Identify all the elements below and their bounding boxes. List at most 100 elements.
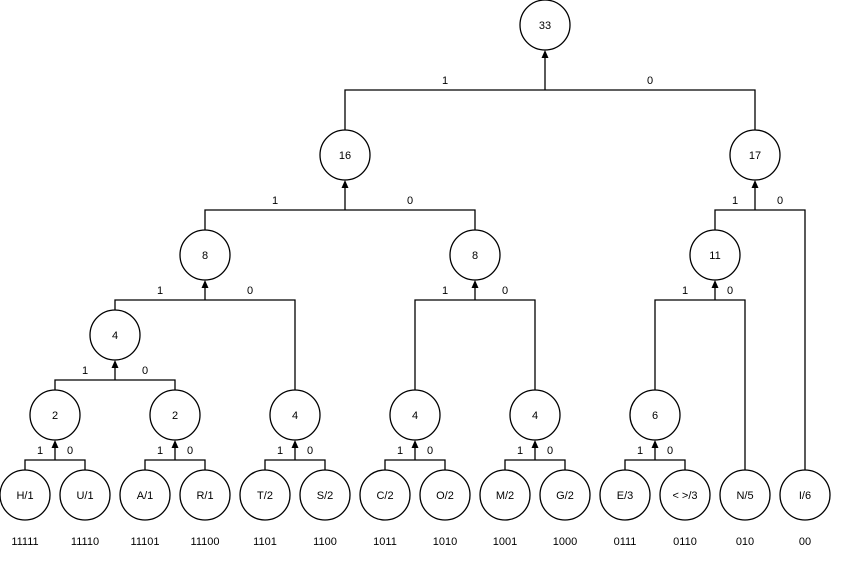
node-circle: [659, 469, 711, 521]
tree-node-n2a: 2: [29, 389, 81, 441]
tree-node-T: T/2: [239, 469, 291, 521]
branch-line-n6: [624, 459, 686, 470]
branch-line-n4d: [504, 459, 566, 470]
bit-label-right: 0: [727, 285, 733, 297]
node-circle: [89, 309, 141, 361]
branch-line-n8b: [414, 299, 536, 390]
node-circle: [269, 389, 321, 441]
bit-label-right: 0: [187, 445, 193, 457]
node-label: S/2: [317, 490, 334, 502]
bit-label-right: 0: [67, 445, 73, 457]
huffman-code-S: 1100: [313, 536, 337, 548]
node-circle: [359, 469, 411, 521]
node-circle: [0, 469, 51, 521]
node-label: A/1: [137, 490, 154, 502]
node-label: 8: [202, 250, 208, 262]
node-label: 8: [472, 250, 478, 262]
arrow-up-icon: [171, 440, 179, 448]
bit-label-right: 0: [142, 365, 148, 377]
bit-label-left: 1: [82, 365, 88, 377]
node-circle: [539, 469, 591, 521]
node-label: 4: [112, 330, 118, 342]
node-circle: [779, 469, 831, 521]
arrow-up-icon: [341, 180, 349, 188]
node-circle: [519, 0, 571, 51]
node-circle: [299, 469, 351, 521]
tree-node-n17: 17: [729, 129, 781, 181]
tree-node-U: U/1: [59, 469, 111, 521]
tree-node-I: I/6: [779, 469, 831, 521]
arrow-up-icon: [51, 440, 59, 448]
node-circle: [59, 469, 111, 521]
branch-line-n2a: [24, 459, 86, 470]
branch-line-n16: [204, 209, 476, 230]
node-label: 4: [532, 410, 538, 422]
tree-node-n6: 6: [629, 389, 681, 441]
huffman-code-M: 1001: [493, 536, 517, 548]
node-circle: [239, 469, 291, 521]
bit-label-left: 1: [157, 285, 163, 297]
node-label: E/3: [617, 490, 634, 502]
tree-node-n11: 11: [689, 229, 741, 281]
branch-line-n17: [714, 209, 806, 470]
node-circle: [449, 229, 501, 281]
node-circle: [629, 389, 681, 441]
tree-node-n4b: 4: [269, 389, 321, 441]
bit-label-right: 0: [247, 285, 253, 297]
tree-node-G: G/2: [539, 469, 591, 521]
node-circle: [419, 469, 471, 521]
bit-label-left: 1: [442, 285, 448, 297]
bit-label-right: 0: [777, 195, 783, 207]
node-label: C/2: [376, 490, 393, 502]
arrow-up-icon: [201, 280, 209, 288]
node-circle: [179, 229, 231, 281]
tree-node-A: A/1: [119, 469, 171, 521]
node-label: 16: [339, 150, 351, 162]
tree-node-E: E/3: [599, 469, 651, 521]
huffman-code-A: 11101: [131, 536, 160, 548]
node-label: O/2: [436, 490, 454, 502]
huffman-code-G: 1000: [553, 536, 577, 548]
tree-node-n8b: 8: [449, 229, 501, 281]
tree-node-n4a: 4: [89, 309, 141, 361]
node-circle: [319, 129, 371, 181]
huffman-code-U: 11110: [71, 536, 99, 548]
node-label: N/5: [736, 490, 753, 502]
huffman-code-SP: 0110: [673, 536, 697, 548]
bit-label-right: 0: [547, 445, 553, 457]
node-circle: [729, 129, 781, 181]
node-label: 4: [412, 410, 418, 422]
tree-node-H: H/1: [0, 469, 51, 521]
huffman-code-C: 1011: [373, 536, 397, 548]
branch-line-n2b: [144, 459, 206, 470]
bit-label-left: 1: [37, 445, 43, 457]
node-circle: [689, 229, 741, 281]
arrow-up-icon: [411, 440, 419, 448]
tree-node-n33: 33: [519, 0, 571, 51]
node-label: G/2: [556, 490, 574, 502]
huffman-code-N: 010: [736, 536, 754, 548]
arrow-up-icon: [541, 50, 549, 58]
bit-label-right: 0: [667, 445, 673, 457]
huffman-code-O: 1010: [433, 536, 457, 548]
bit-label-left: 1: [637, 445, 643, 457]
bit-label-right: 0: [407, 195, 413, 207]
bit-label-left: 1: [397, 445, 403, 457]
node-circle: [179, 469, 231, 521]
branch-line-n33: [344, 89, 756, 130]
node-circle: [509, 389, 561, 441]
tree-node-SP: < >/3: [659, 469, 711, 521]
tree-node-M: M/2: [479, 469, 531, 521]
node-circle: [389, 389, 441, 441]
bit-label-left: 1: [277, 445, 283, 457]
arrow-up-icon: [751, 180, 759, 188]
node-circle: [479, 469, 531, 521]
bit-label-left: 1: [732, 195, 738, 207]
bit-label-right: 0: [427, 445, 433, 457]
node-label: I/6: [799, 490, 811, 502]
branch-line-n4a: [54, 379, 176, 390]
node-circle: [119, 469, 171, 521]
bit-label-left: 1: [682, 285, 688, 297]
huffman-code-T: 1101: [253, 536, 277, 548]
